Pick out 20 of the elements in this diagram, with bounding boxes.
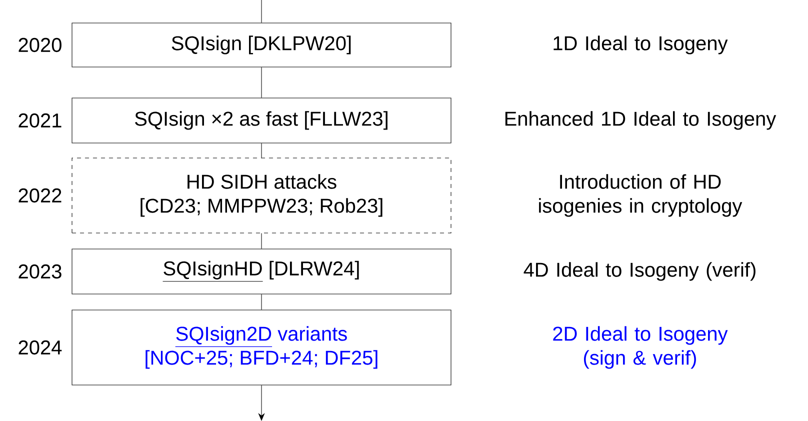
connector-line bbox=[261, 233, 262, 249]
year-label: 2022 bbox=[18, 188, 62, 203]
description-label: Introduction of HD isogenies in cryptology bbox=[539, 174, 742, 217]
timeline-box: SQIsignHD [DLRW24] bbox=[72, 248, 452, 294]
description-label: Enhanced 1D Ideal to Isogeny bbox=[505, 111, 776, 130]
connector-line bbox=[261, 0, 262, 23]
description-label: 2D Ideal to Isogeny (sign & verif) bbox=[553, 326, 728, 369]
year-label: 2024 bbox=[18, 340, 62, 355]
timeline-box: SQIsign [DKLPW20] bbox=[72, 22, 452, 68]
timeline-box: HD SIDH attacks [CD23; MMPPW23; Rob23] bbox=[72, 158, 452, 234]
description-label: 4D Ideal to Isogeny (verif) bbox=[524, 262, 756, 281]
year-label: 2020 bbox=[18, 38, 62, 52]
connector-line bbox=[261, 143, 262, 158]
connector-line bbox=[261, 294, 262, 310]
year-label: 2021 bbox=[18, 113, 62, 128]
description-label: 1D Ideal to Isogeny bbox=[554, 36, 728, 54]
connector-line bbox=[261, 67, 262, 98]
timeline-box: SQIsign ×2 as fast [FLLW23] bbox=[72, 98, 452, 144]
year-label: 2023 bbox=[18, 264, 62, 279]
timeline-box: SQIsign2D variants [NOC+25; BFD+24; DF25] bbox=[72, 310, 452, 386]
